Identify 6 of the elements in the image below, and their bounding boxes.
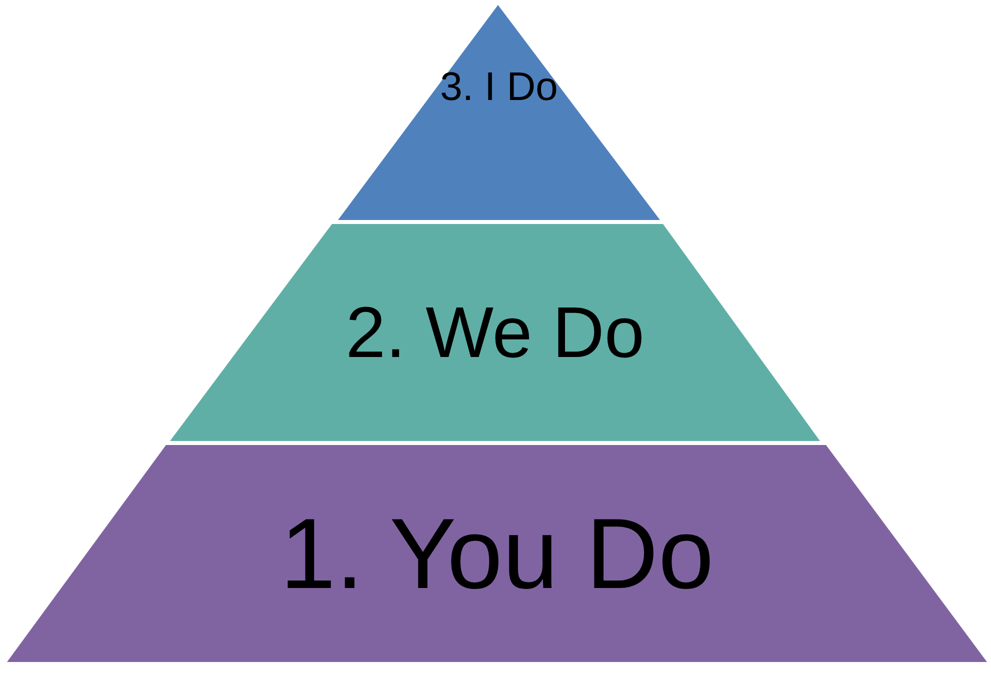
pyramid-tier (170, 224, 820, 441)
pyramid-tier (338, 5, 660, 220)
tier-label: 1. You Do (280, 504, 714, 604)
tier-label: 2. We Do (346, 296, 644, 368)
tier-label: 3. I Do (440, 66, 558, 107)
pyramid-tier (7, 445, 987, 662)
